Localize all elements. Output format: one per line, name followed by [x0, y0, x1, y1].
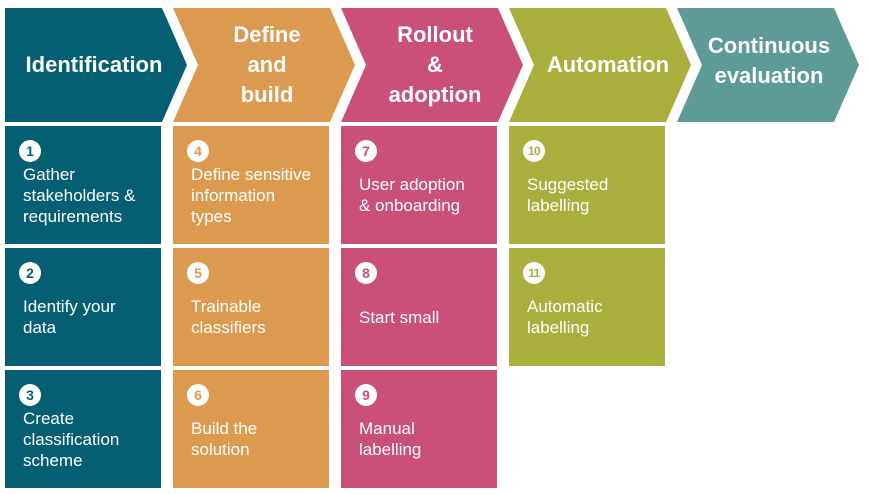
- phase-title-automation: Automation: [546, 52, 670, 77]
- step-card-7: 7 User adoption & onboarding: [341, 126, 497, 244]
- step-number-badge: 1: [19, 140, 41, 162]
- step-number-badge: 9: [355, 384, 377, 406]
- phase-title-rollout-and-adoption: Rollout & adoption: [388, 22, 482, 107]
- step-text: Trainable classifiers: [191, 297, 266, 337]
- step-number-badge: 6: [187, 384, 209, 406]
- step-card-10: 10 Suggested labelling: [509, 126, 665, 244]
- step-text: Define sensitive information types: [191, 164, 312, 226]
- step-text: Automatic labelling: [527, 297, 603, 337]
- step-card-9: 9 Manual labelling: [341, 370, 497, 488]
- step-text: User adoption & onboarding: [359, 175, 465, 215]
- step-number-badge: 11: [523, 262, 545, 284]
- step-number-badge: 7: [355, 140, 377, 162]
- step-text: Gather stakeholders & requirements: [23, 164, 136, 226]
- step-text: Start small: [359, 307, 440, 327]
- step-number-badge: 2: [19, 262, 41, 284]
- chevron-automation: [509, 8, 691, 122]
- step-text: Create classification scheme: [23, 408, 120, 470]
- step-number-badge: 8: [355, 262, 377, 284]
- phase-title-continuous-evaluation: Continuous evaluation: [707, 33, 831, 88]
- phase-chevrons: [5, 8, 859, 122]
- phase-title-identification: Identification: [25, 52, 163, 77]
- chevron-define-and-build: [173, 8, 355, 122]
- step-card-5: 5 Trainable classifiers: [173, 248, 329, 366]
- step-card-1: 1 Gather stakeholders & requirements: [5, 126, 161, 244]
- chevron-identification: [5, 8, 187, 122]
- step-text: Manual labelling: [359, 419, 422, 459]
- step-text: Identify your data: [23, 297, 116, 337]
- step-text: Build the solution: [191, 419, 258, 459]
- step-card-6: 6 Build the solution: [173, 370, 329, 488]
- step-number-badge: 5: [187, 262, 209, 284]
- step-number-badge: 10: [523, 140, 545, 162]
- step-card-8: 8 Start small: [341, 248, 497, 366]
- step-card-4: 4 Define sensitive information types: [173, 126, 329, 244]
- phase-title-define-and-build: Define and build: [233, 22, 301, 107]
- step-card-11: 11 Automatic labelling: [509, 248, 665, 366]
- step-number-badge: 4: [187, 140, 209, 162]
- step-text: Suggested labelling: [527, 175, 609, 215]
- step-card-2: 2 Identify your data: [5, 248, 161, 366]
- chevron-continuous-evaluation: [677, 8, 859, 122]
- step-card-3: 3 Create classification scheme: [5, 370, 161, 488]
- step-number-badge: 3: [19, 384, 41, 406]
- chevron-rollout-and-adoption: [341, 8, 523, 122]
